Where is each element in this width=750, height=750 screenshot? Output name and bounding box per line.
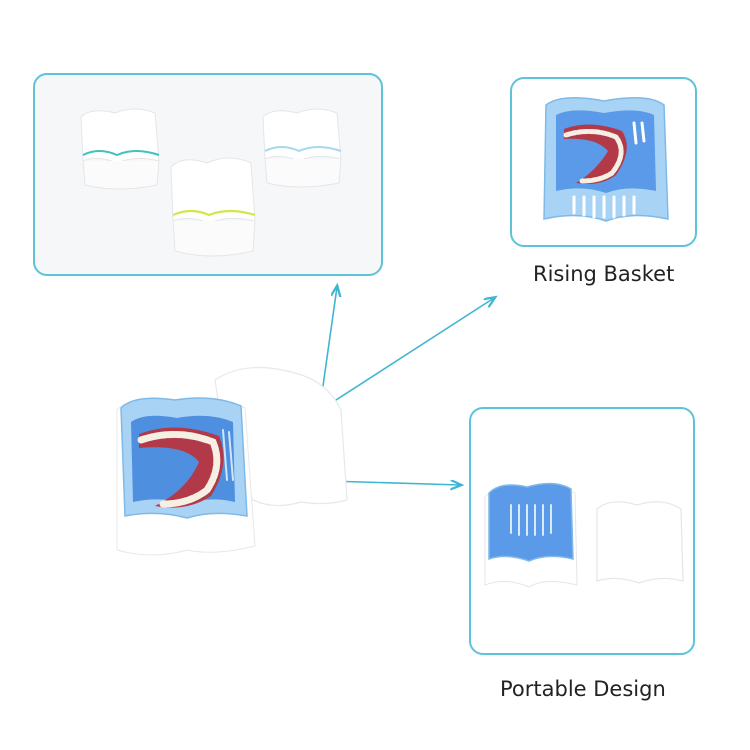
portable-design-image <box>484 482 684 588</box>
color-variants-panel <box>33 73 383 276</box>
portable-design-caption: Portable Design <box>500 677 666 701</box>
rising-basket-panel <box>510 77 697 247</box>
portable-design-panel <box>469 407 695 655</box>
basket-slots <box>572 121 646 219</box>
arrow-to-colors-panel <box>321 287 337 394</box>
case-lime-trim <box>170 157 256 257</box>
rising-basket-image <box>543 97 669 222</box>
case-sky-trim <box>262 108 342 188</box>
dentures <box>139 427 224 508</box>
three-color-case-lids-image <box>80 108 342 257</box>
denture-case-hero-image <box>116 366 348 556</box>
rising-basket-caption: Rising Basket <box>533 262 675 286</box>
case-teal-trim <box>80 108 160 190</box>
